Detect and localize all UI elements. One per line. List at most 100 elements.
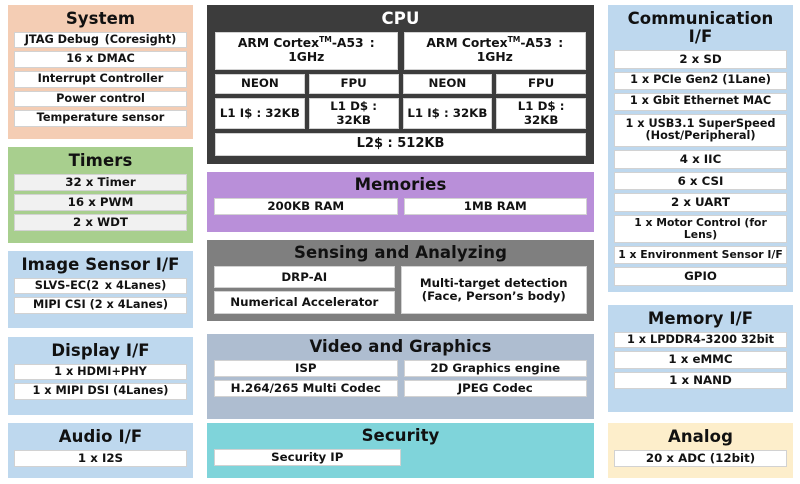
block-image-sensor-if: Image Sensor I/F SLVS-EC(2 x 4Lanes) MIP…	[8, 251, 193, 328]
block-video-and-graphics: Video and Graphics ISP 2D Graphics engin…	[207, 334, 594, 419]
cell-fpu-1[interactable]: FPU	[496, 73, 586, 95]
cell-fpu-0[interactable]: FPU	[308, 73, 399, 95]
cell-pwm[interactable]: 16 x PWM	[14, 194, 187, 212]
block-title-image-sensor-if: Image Sensor I/F	[21, 255, 180, 274]
cell-motor-control[interactable]: 1 x Motor Control (for Lens)	[614, 215, 787, 244]
cell-slvs-ec[interactable]: SLVS-EC(2 x 4Lanes)	[14, 277, 187, 295]
block-memory-if: Memory I/F 1 x LPDDR4-3200 32bit 1 x eMM…	[608, 305, 793, 412]
cell-nand[interactable]: 1 x NAND	[614, 371, 787, 389]
multi-target-line-1: Multi-target detection	[419, 275, 568, 290]
cell-l2-cache[interactable]: L2$ : 512KB	[215, 132, 586, 156]
row: Temperature sensor	[14, 110, 187, 128]
cell-neon-0[interactable]: NEON	[215, 73, 305, 95]
row-cpu-units: NEON FPU NEON FPU	[215, 73, 586, 95]
cell-gbit-ethernet-mac[interactable]: 1 x Gbit Ethernet MAC	[614, 92, 787, 111]
row: 1 x LPDDR4-3200 32bit	[614, 331, 787, 349]
block-video-rows: ISP 2D Graphics engine H.264/265 Multi C…	[214, 359, 587, 412]
row: DRP-AI Numerical Accelerator Multi-targe…	[214, 265, 587, 314]
usb-line-1: 1 x USB3.1 SuperSpeed	[625, 116, 776, 130]
block-audio-if: Audio I/F 1 x I2S	[8, 423, 193, 478]
cell-dmac[interactable]: 16 x DMAC	[14, 51, 187, 69]
row: Security IP	[214, 448, 588, 467]
cell-ram-1mb[interactable]: 1MB RAM	[403, 197, 587, 216]
cell-wdt[interactable]: 2 x WDT	[14, 214, 187, 232]
cell-lpddr4[interactable]: 1 x LPDDR4-3200 32bit	[614, 331, 787, 349]
row: 1 x eMMC	[614, 351, 787, 369]
row-cpu-cores: ARM CortexTM-A53 : 1GHz ARM CortexTM-A53…	[215, 31, 586, 70]
cell-security-ip[interactable]: Security IP	[214, 448, 401, 467]
row: 16 x PWM	[14, 194, 187, 212]
block-sensing-and-analyzing: Sensing and Analyzing DRP-AI Numerical A…	[207, 240, 594, 321]
cell-cpu-core-1[interactable]: ARM CortexTM-A53 : 1GHz	[403, 31, 586, 70]
block-timers: Timers 32 x Timer 16 x PWM 2 x WDT	[8, 147, 193, 243]
cell-adc[interactable]: 20 x ADC (12bit)	[614, 449, 787, 468]
cell-i2s[interactable]: 1 x I2S	[14, 449, 187, 468]
cell-mipi-csi[interactable]: MIPI CSI (2 x 4Lanes)	[14, 297, 187, 315]
block-analog: Analog 20 x ADC (12bit)	[608, 423, 793, 478]
block-title-timers: Timers	[68, 151, 133, 170]
cell-gpio[interactable]: GPIO	[614, 267, 787, 286]
row: 1 x MIPI DSI (4Lanes)	[14, 383, 187, 401]
cell-interrupt-controller[interactable]: Interrupt Controller	[14, 71, 187, 88]
cell-l1-d-0[interactable]: L1 D$ : 32KB	[308, 98, 399, 129]
row: Power control	[14, 90, 187, 108]
cell-numerical-accelerator[interactable]: Numerical Accelerator	[214, 291, 395, 314]
cell-mipi-dsi[interactable]: 1 x MIPI DSI (4Lanes)	[14, 383, 187, 401]
cell-timer[interactable]: 32 x Timer	[14, 173, 187, 192]
cell-environment-sensor-if[interactable]: 1 x Environment Sensor I/F	[614, 246, 787, 265]
row-cpu-l2: L2$ : 512KB	[215, 132, 586, 156]
block-security-rows: Security IP	[214, 448, 588, 471]
cell-cpu-core-0[interactable]: ARM CortexTM-A53 : 1GHz	[215, 31, 398, 70]
row: 2 x WDT	[14, 214, 187, 232]
cpu-core-1-label: ARM CortexTM-A53 : 1GHz	[426, 34, 564, 64]
row: MIPI CSI (2 x 4Lanes)	[14, 297, 187, 315]
cell-sd[interactable]: 2 x SD	[614, 49, 787, 69]
block-system: System JTAG Debug (Coresight) 16 x DMAC …	[8, 5, 193, 139]
block-audio-rows: 1 x I2S	[14, 449, 187, 472]
row: 20 x ADC (12bit)	[614, 449, 787, 468]
cell-temperature-sensor[interactable]: Temperature sensor	[14, 110, 187, 128]
block-title-display-if: Display I/F	[51, 341, 150, 360]
cell-jpeg-codec[interactable]: JPEG Codec	[403, 380, 587, 398]
multi-target-line-2: (Face, Person’s body)	[421, 288, 566, 303]
cell-isp[interactable]: ISP	[214, 359, 398, 378]
row: SLVS-EC(2 x 4Lanes)	[14, 277, 187, 295]
block-memories-rows: 200KB RAM 1MB RAM	[214, 197, 587, 225]
cell-pcie-gen2[interactable]: 1 x PCIe Gen2 (1Lane)	[614, 71, 787, 90]
row-cpu-l1: L1 I$ : 32KB L1 D$ : 32KB L1 I$ : 32KB L…	[215, 98, 586, 129]
block-display-rows: 1 x HDMI+PHY 1 x MIPI DSI (4Lanes)	[14, 363, 187, 409]
cell-power-control[interactable]: Power control	[14, 90, 187, 108]
block-cpu: CPU ARM CortexTM-A53 : 1GHz ARM CortexTM…	[207, 5, 594, 164]
block-image-sensor-rows: SLVS-EC(2 x 4Lanes) MIPI CSI (2 x 4Lanes…	[14, 277, 187, 322]
cell-uart[interactable]: 2 x UART	[614, 193, 787, 213]
cell-ram-200kb[interactable]: 200KB RAM	[214, 197, 398, 216]
cell-iic[interactable]: 4 x IIC	[614, 150, 787, 169]
cell-hdmi-phy[interactable]: 1 x HDMI+PHY	[14, 363, 187, 381]
block-title-audio-if: Audio I/F	[58, 427, 143, 446]
block-title-memories: Memories	[354, 175, 447, 194]
block-display-if: Display I/F 1 x HDMI+PHY 1 x MIPI DSI (4…	[8, 337, 193, 415]
cell-l1-i-1[interactable]: L1 I$ : 32KB	[402, 98, 493, 129]
cell-usb31-superspeed[interactable]: 1 x USB3.1 SuperSpeed (Host/Peripheral)	[614, 113, 787, 148]
row: 1 x NAND	[614, 371, 787, 389]
cell-emmc[interactable]: 1 x eMMC	[614, 351, 787, 369]
cell-2d-graphics-engine[interactable]: 2D Graphics engine	[403, 359, 587, 378]
usb-line-2: (Host/Peripheral)	[645, 129, 756, 143]
cell-l1-i-0[interactable]: L1 I$ : 32KB	[215, 98, 305, 129]
block-communication-if: Communication I/F 2 x SD 1 x PCIe Gen2 (…	[608, 5, 793, 292]
block-analog-rows: 20 x ADC (12bit)	[614, 449, 787, 472]
block-memory-if-rows: 1 x LPDDR4-3200 32bit 1 x eMMC 1 x NAND	[614, 331, 787, 406]
cell-jtag-debug[interactable]: JTAG Debug (Coresight)	[14, 31, 187, 49]
row: H.264/265 Multi Codec JPEG Codec	[214, 380, 587, 398]
security-spacer	[407, 449, 588, 466]
cell-csi[interactable]: 6 x CSI	[614, 171, 787, 191]
block-title-cpu: CPU	[381, 9, 420, 28]
cell-l1-d-1[interactable]: L1 D$ : 32KB	[496, 98, 586, 129]
block-title-security: Security	[361, 426, 440, 445]
cell-neon-1[interactable]: NEON	[402, 73, 493, 95]
cell-drp-ai[interactable]: DRP-AI	[214, 265, 395, 289]
cell-multi-target-detection[interactable]: Multi-target detection (Face, Person’s b…	[400, 265, 587, 314]
sensing-left-column: DRP-AI Numerical Accelerator	[214, 265, 395, 314]
block-title-video-and-graphics: Video and Graphics	[309, 337, 492, 356]
cell-h264-265-multi-codec[interactable]: H.264/265 Multi Codec	[214, 380, 398, 398]
